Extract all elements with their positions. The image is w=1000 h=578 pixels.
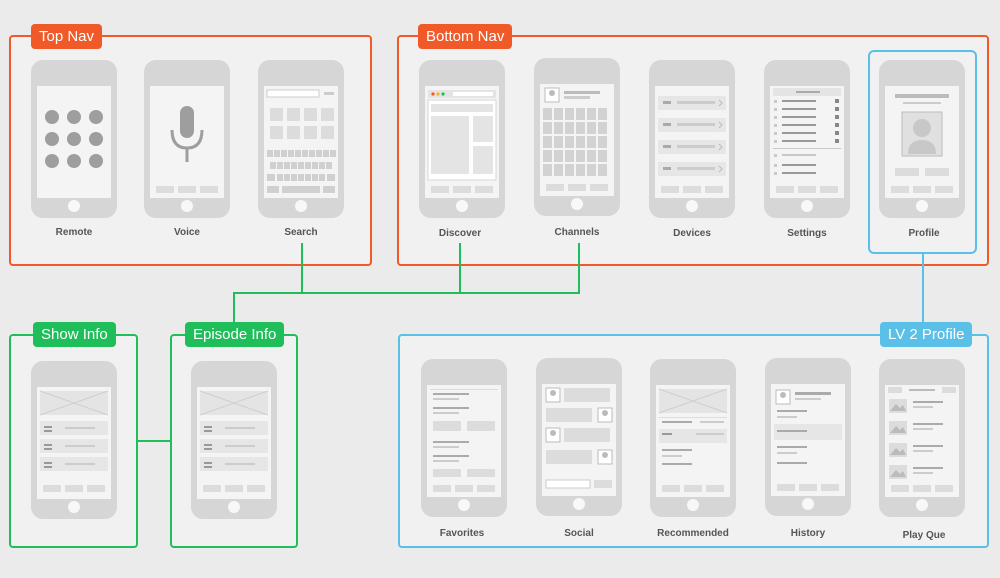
voice-caption: Voice — [174, 227, 200, 238]
channels-caption: Channels — [554, 227, 600, 238]
home-button — [458, 499, 470, 511]
connector-channels-down — [578, 243, 580, 294]
chat-bubbles-icon — [545, 387, 613, 489]
keypad-dot — [89, 110, 103, 124]
home-button — [686, 200, 698, 212]
discover-phone[interactable] — [419, 60, 505, 218]
profile-highlight — [868, 50, 977, 254]
connector-show-episode — [138, 440, 170, 442]
search-phone[interactable] — [258, 60, 344, 218]
search-screen — [264, 86, 338, 198]
home-button — [68, 501, 80, 513]
history-list-icon — [774, 389, 842, 491]
favorites-list-icon — [430, 389, 498, 492]
profile-caption: Profile — [908, 228, 940, 239]
connector-discover-down — [459, 243, 461, 294]
home-button — [456, 200, 468, 212]
devices-caption: Devices — [673, 228, 711, 239]
play-que-phone[interactable] — [879, 359, 965, 517]
play-que-caption: Play Que — [902, 530, 946, 541]
play-queue-icon — [888, 387, 956, 492]
keypad-dot — [67, 154, 81, 168]
episode-info-label: Episode Info — [185, 322, 285, 347]
top-nav-label: Top Nav — [31, 24, 103, 49]
recommended-screen — [656, 385, 730, 497]
lv2-profile-label: LV 2 Profile — [880, 322, 973, 347]
channels-screen — [540, 84, 614, 196]
home-button — [687, 499, 699, 511]
recommended-phone[interactable] — [650, 359, 736, 517]
home-button — [916, 499, 928, 511]
favorites-caption: Favorites — [439, 528, 485, 539]
home-button — [295, 200, 307, 212]
remote-caption: Remote — [55, 227, 93, 238]
settings-caption: Settings — [787, 228, 827, 239]
devices-phone[interactable] — [649, 60, 735, 218]
social-caption: Social — [564, 528, 594, 539]
social-phone[interactable] — [536, 358, 622, 516]
voice-screen — [150, 86, 224, 198]
home-button — [571, 198, 583, 210]
bottom-nav-label: Bottom Nav — [418, 24, 513, 49]
show-detail-icon — [39, 390, 109, 492]
home-button — [228, 501, 240, 513]
channels-phone[interactable] — [534, 58, 620, 216]
keypad-dot — [89, 132, 103, 146]
keypad-dot — [89, 154, 103, 168]
connector-episode-up — [233, 292, 235, 322]
home-button — [573, 498, 585, 510]
episode-detail-icon — [199, 390, 269, 492]
home-button — [802, 498, 814, 510]
home-button — [181, 200, 193, 212]
show-info-screen — [37, 387, 111, 499]
social-screen — [542, 384, 616, 496]
episode-info-screen — [197, 387, 271, 499]
keypad-dot — [67, 132, 81, 146]
user-avatar-icon — [891, 94, 953, 193]
favorites-phone[interactable] — [421, 359, 507, 517]
home-button — [916, 200, 928, 212]
settings-list-icon — [773, 88, 841, 193]
voice-phone[interactable] — [144, 60, 230, 218]
home-button — [68, 200, 80, 212]
devices-screen — [655, 86, 729, 198]
history-phone[interactable] — [765, 358, 851, 516]
keypad-dot — [67, 110, 81, 124]
remote-phone[interactable] — [31, 60, 117, 218]
history-caption: History — [790, 528, 826, 539]
episode-info-phone[interactable] — [191, 361, 277, 519]
settings-screen — [770, 86, 844, 198]
search-caption: Search — [284, 227, 318, 238]
home-button — [801, 200, 813, 212]
settings-phone[interactable] — [764, 60, 850, 218]
favorites-screen — [427, 385, 501, 497]
recommended-caption: Recommended — [657, 528, 729, 539]
microphone-icon — [156, 106, 218, 193]
remote-screen — [37, 86, 111, 198]
keypad-dot — [45, 132, 59, 146]
discover-screen — [425, 86, 499, 198]
keyboard-icon — [266, 89, 336, 193]
browser-wireframe-icon — [427, 90, 497, 193]
keypad-dot — [45, 110, 59, 124]
connector-search-down — [301, 243, 303, 294]
connector-horizontal — [233, 292, 580, 294]
discover-caption: Discover — [438, 228, 482, 239]
history-screen — [771, 384, 845, 496]
channel-grid-icon — [543, 87, 608, 191]
connector-profile-down — [922, 254, 924, 322]
device-list-icon — [658, 96, 726, 193]
play-que-screen — [885, 385, 959, 497]
recommended-list-icon — [658, 388, 728, 492]
keypad-dot — [45, 154, 59, 168]
profile-phone[interactable] — [879, 60, 965, 218]
show-info-label: Show Info — [33, 322, 116, 347]
profile-screen — [885, 86, 959, 198]
show-info-phone[interactable] — [31, 361, 117, 519]
